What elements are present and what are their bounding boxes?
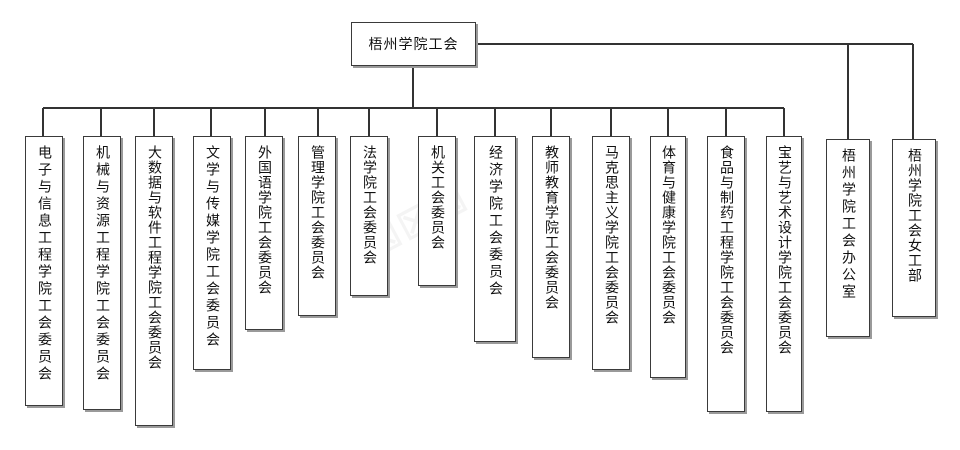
- unit-label: 马克思主义学院工会委员会: [603, 145, 619, 325]
- side-node-women: 梧州学院工会女工部: [892, 139, 936, 317]
- root-node: 梧州学院工会: [351, 22, 476, 66]
- root-label: 梧州学院工会: [368, 37, 459, 53]
- unit-label: 机械与资源工程学院工会委员会: [94, 145, 110, 383]
- unit-label: 经济学院工会委员会: [487, 145, 503, 298]
- unit-node-7: 法学院工会委员会: [350, 136, 388, 296]
- unit-label: 管理学院工会委员会: [309, 145, 325, 280]
- unit-label: 宝艺与艺术设计学院工会委员会: [776, 145, 792, 355]
- unit-node-6: 管理学院工会委员会: [298, 136, 336, 316]
- unit-label: 食品与制药工程学院工会委员会: [718, 145, 734, 355]
- unit-node-13: 食品与制药工程学院工会委员会: [707, 136, 745, 412]
- unit-label: 法学院工会委员会: [361, 145, 377, 265]
- unit-label: 电子与信息工程学院工会委员会: [36, 145, 52, 383]
- unit-label: 文学与传媒学院工会委员会: [204, 145, 220, 349]
- side-label: 梧州学院工会办公室: [840, 148, 856, 301]
- unit-label: 体育与健康学院工会委员会: [660, 145, 676, 325]
- unit-node-5: 外国语学院工会委员会: [245, 136, 283, 330]
- side-label: 梧州学院工会女工部: [906, 148, 922, 283]
- unit-label: 教师教育学院工会委员会: [543, 145, 559, 310]
- unit-node-4: 文学与传媒学院工会委员会: [193, 136, 231, 370]
- unit-label: 外国语学院工会委员会: [256, 145, 272, 295]
- unit-node-3: 大数据与软件工程学院工会委员会: [135, 136, 173, 426]
- unit-node-8: 机关工会委员会: [418, 136, 456, 286]
- unit-node-12: 体育与健康学院工会委员会: [650, 136, 686, 378]
- unit-node-2: 机械与资源工程学院工会委员会: [83, 136, 121, 410]
- unit-node-9: 经济学院工会委员会: [474, 136, 516, 342]
- unit-node-14: 宝艺与艺术设计学院工会委员会: [766, 136, 802, 412]
- unit-node-1: 电子与信息工程学院工会委员会: [25, 136, 63, 406]
- unit-node-11: 马克思主义学院工会委员会: [592, 136, 630, 370]
- unit-label: 大数据与软件工程学院工会委员会: [146, 145, 162, 370]
- side-node-office: 梧州学院工会办公室: [826, 139, 870, 337]
- unit-node-10: 教师教育学院工会委员会: [532, 136, 570, 358]
- unit-label: 机关工会委员会: [429, 145, 445, 250]
